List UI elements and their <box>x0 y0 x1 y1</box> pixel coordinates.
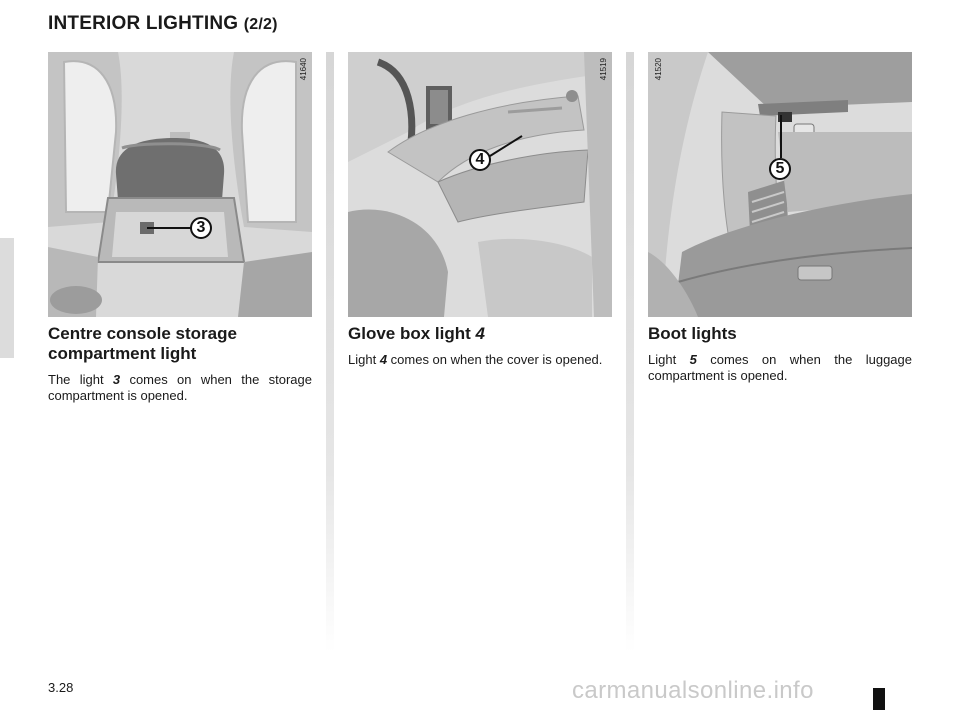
reference-number: 4 <box>379 352 388 367</box>
chapter-tab <box>0 238 14 358</box>
figure-reference: 41520 <box>654 58 663 81</box>
section-body: The light 3 comes on when the storage co… <box>48 372 312 403</box>
reference-number: 4 <box>475 324 485 343</box>
figure-glove-box: 41519 4 <box>348 52 612 317</box>
callout-5: 5 <box>769 158 791 180</box>
page-title-part: (2/2) <box>243 16 278 33</box>
page-number: 3.28 <box>48 680 74 695</box>
glove-box-illustration <box>348 52 612 317</box>
page-title: INTERIOR LIGHTING (2/2) <box>48 13 278 35</box>
section-heading: Glove box light 4 <box>348 324 485 343</box>
callout-4: 4 <box>469 149 491 171</box>
callout-leader <box>489 135 523 157</box>
section-body: Light 5 comes on when the luggage compar… <box>648 352 912 383</box>
page-title-text: INTERIOR LIGHTING <box>48 13 239 34</box>
boot-illustration <box>648 52 912 317</box>
section-heading: Centre console storage compartment light <box>48 324 237 363</box>
section-boot: 41520 5 Boot lights Light 5 comes on whe… <box>648 52 912 384</box>
section-glove-box: 41519 4 Glove box light 4 Light 4 comes … <box>348 52 612 368</box>
section-heading: Boot lights <box>648 324 737 343</box>
reference-number: 5 <box>689 352 697 367</box>
column-divider <box>626 52 634 652</box>
figure-boot: 41520 5 <box>648 52 912 317</box>
section-body: Light 4 comes on when the cover is opene… <box>348 352 603 367</box>
figure-reference: 41640 <box>299 58 308 81</box>
centre-console-illustration <box>48 52 312 317</box>
figure-reference: 41519 <box>599 58 608 81</box>
corner-mark <box>873 688 885 710</box>
callout-3: 3 <box>190 217 212 239</box>
watermark: carmanualsonline.info <box>572 677 814 704</box>
figure-centre-console: 41640 3 <box>48 52 312 317</box>
section-centre-console: 41640 3 Centre console storage compartme… <box>48 52 312 404</box>
column-divider <box>326 52 334 652</box>
reference-number: 3 <box>112 372 121 387</box>
